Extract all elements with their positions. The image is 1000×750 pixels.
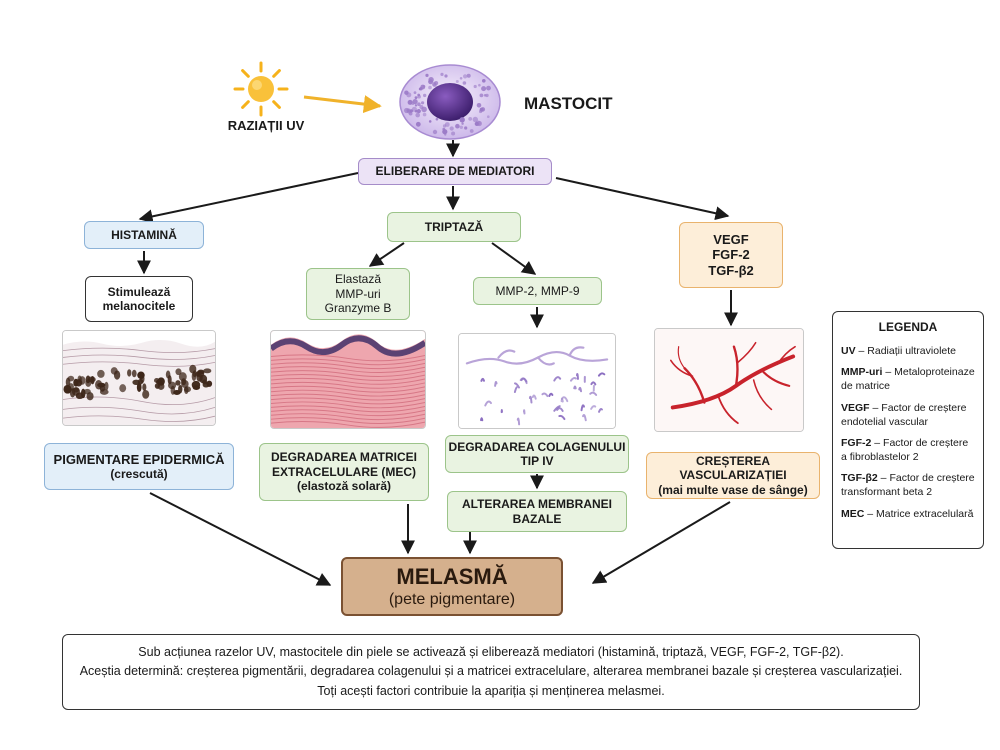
growth-factors-box: VEGF FGF-2 TGF-β2 xyxy=(679,222,783,288)
membrane-line-1: ALTERAREA MEMBRANEI xyxy=(462,497,612,512)
collagen-line-2: TIP IV xyxy=(520,454,554,468)
legend: LEGENDA UV – Radiații ultraviolete MMP-u… xyxy=(832,311,984,549)
legend-text: Factor de creștere endotelial vascular xyxy=(841,401,967,428)
tgfb2-label: TGF-β2 xyxy=(708,262,754,278)
legend-item: UV – Radiații ultraviolete xyxy=(841,345,956,357)
mastocyte-icon xyxy=(399,64,501,140)
legend-text: Factor de creștere transformant beta 2 xyxy=(841,472,975,499)
ecm-line-2: EXTRACELULARE (MEC) xyxy=(272,464,416,479)
summary-box: Sub acțiunea razelor UV, mastocitele din… xyxy=(62,634,920,710)
legend-text: Radiații ultraviolete xyxy=(867,345,956,357)
pigmentation-to-melasma-arrow xyxy=(149,492,332,586)
legend-text: Factor de creștere a fibroblastelor 2 xyxy=(841,436,969,464)
legend-abbr: MMP-uri xyxy=(841,366,883,379)
legend-text: Metaloproteinaze de matrice xyxy=(841,366,975,393)
vegf-label: VEGF xyxy=(713,231,749,247)
tryptase-to-mmp-arrow xyxy=(491,242,537,275)
legend-abbr: MEC xyxy=(841,507,865,520)
vascular-to-melasma-arrow xyxy=(591,501,731,584)
mediator-release-label: ELIBERARE DE MEDIATORI xyxy=(375,164,535,179)
ecm-illustration xyxy=(270,330,426,429)
legend-title: LEGENDA xyxy=(878,320,938,334)
enzymes-box: Elastază MMP-uri Granzyme B xyxy=(306,268,410,320)
legend-abbr: VEGF xyxy=(841,401,870,414)
melasma-box: MELASMĂ (pete pigmentare) xyxy=(341,557,563,616)
legend-item: MMP-uri – Metaloproteinaze de matrice xyxy=(841,366,975,393)
summary-line-3: Toți acești factori contribuie la apariț… xyxy=(317,683,665,698)
ecm-degradation-box: DEGRADAREA MATRICEI EXTRACELULARE (MEC) … xyxy=(259,443,429,501)
mediator-release-box: ELIBERARE DE MEDIATORI xyxy=(358,158,552,185)
collagen-illustration xyxy=(458,333,616,429)
mmp-label: MMP-2, MMP-9 xyxy=(495,283,580,298)
membrane-alteration-box: ALTERAREA MEMBRANEI BAZALE xyxy=(447,491,627,532)
melasma-title: MELASMĂ xyxy=(396,563,508,589)
stimulates-line-1: Stimulează xyxy=(107,284,171,299)
enzyme-granzyme: Granzyme B xyxy=(324,301,392,316)
legend-item: MEC – Matrice extracelulară xyxy=(841,507,974,520)
legend-abbr: TGF-β2 xyxy=(841,472,878,485)
mastocyte-label: MASTOCIT xyxy=(524,94,613,113)
pigmentation-note: (crescută) xyxy=(110,467,168,482)
legend-text: Matrice extracelulară xyxy=(876,507,974,520)
uv-label: RAZIAȚII UV xyxy=(227,118,305,133)
sun-icon xyxy=(233,61,289,117)
enzyme-mmp: MMP-uri xyxy=(335,286,381,301)
summary-line-1: Sub acțiunea razelor UV, mastocitele din… xyxy=(138,644,844,659)
legend-abbr: UV xyxy=(841,345,856,357)
epidermis-illustration xyxy=(62,330,216,426)
pigmentation-box: PIGMENTARE EPIDERMICĂ (crescută) xyxy=(44,443,234,490)
tryptase-box: TRIPTAZĂ xyxy=(387,212,521,242)
legend-item: FGF-2 – Factor de creștere a fibroblaste… xyxy=(841,436,969,464)
collagen-degradation-box: DEGRADAREA COLAGENULUI TIP IV xyxy=(445,435,629,473)
summary-line-2: Aceștia determină: creșterea pigmentării… xyxy=(79,664,903,679)
release-to-growth-factors-arrow xyxy=(555,177,730,221)
ecm-line-3: (elastoză solară) xyxy=(296,479,392,494)
tryptase-to-enzymes-arrow xyxy=(368,242,405,267)
release-to-histamine-arrow xyxy=(138,172,359,224)
vascularization-box: CREȘTEREA VASCULARIZAȚIEI (mai multe vas… xyxy=(646,452,820,499)
histamine-box: HISTAMINĂ xyxy=(84,221,204,249)
vascular-title: CREȘTEREA VASCULARIZAȚIEI xyxy=(679,453,787,483)
membrane-line-2: BAZALE xyxy=(512,511,562,526)
legend-item: TGF-β2 – Factor de creștere transformant… xyxy=(841,472,975,499)
melasma-subtitle: (pete pigmentare) xyxy=(388,591,516,609)
fgf2-label: FGF-2 xyxy=(712,247,750,263)
uv-to-mastocyte-arrow xyxy=(303,95,382,114)
tryptase-label: TRIPTAZĂ xyxy=(424,219,484,234)
collagen-line-1: DEGRADAREA COLAGENULUI xyxy=(448,439,626,454)
stimulates-line-2: melanocitele xyxy=(102,299,176,313)
ecm-line-1: DEGRADAREA MATRICEI xyxy=(271,450,417,465)
legend-item: VEGF – Factor de creștere endotelial vas… xyxy=(841,401,967,428)
stimulates-melanocytes-box: Stimulează melanocitele xyxy=(85,276,193,322)
histamine-label: HISTAMINĂ xyxy=(111,227,177,242)
pigmentation-title: PIGMENTARE EPIDERMICĂ xyxy=(53,451,225,467)
legend-abbr: FGF-2 xyxy=(841,436,872,449)
vascular-note: (mai multe vase de sânge) xyxy=(658,482,808,497)
vessel-illustration xyxy=(654,328,804,432)
enzyme-elastase: Elastază xyxy=(334,272,382,287)
mmp-box: MMP-2, MMP-9 xyxy=(473,277,602,305)
